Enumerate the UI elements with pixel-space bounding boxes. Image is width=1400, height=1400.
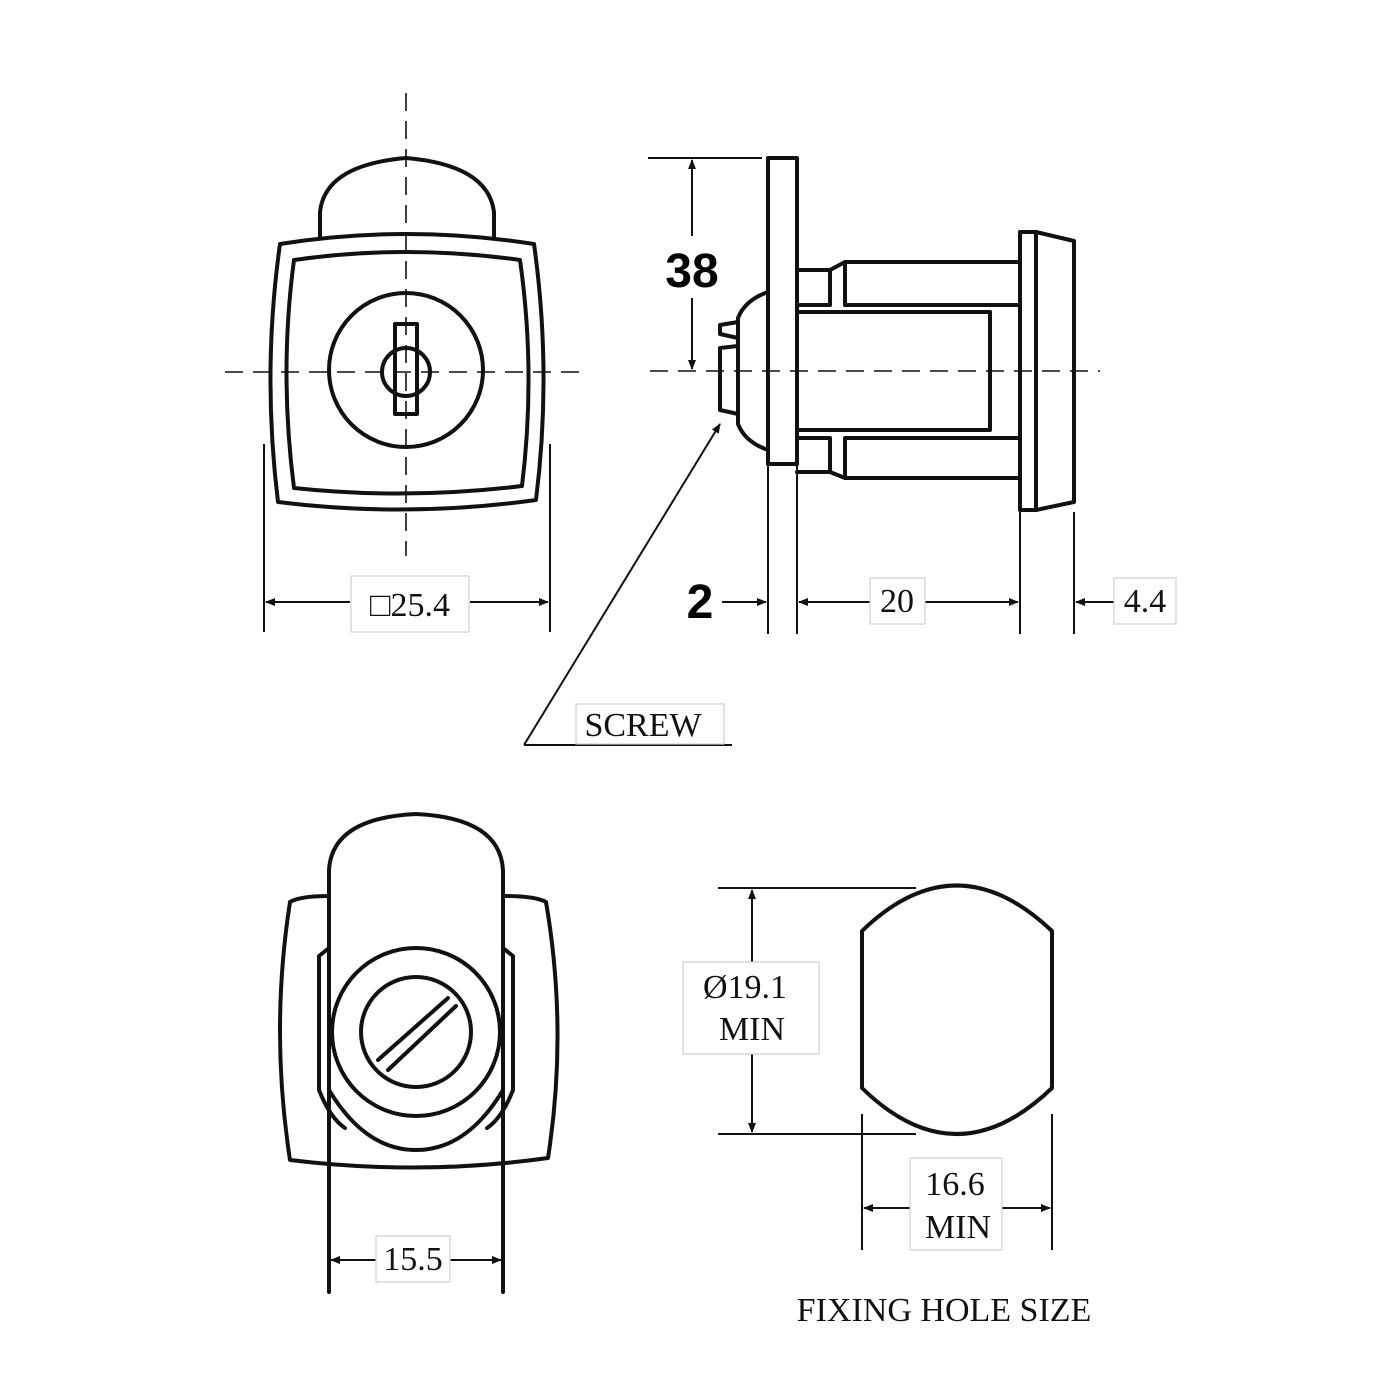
screw-label: SCREW xyxy=(584,707,702,744)
front-view: □25.4 xyxy=(225,93,588,633)
flange-thickness-label: 2 xyxy=(687,576,714,629)
cam-width-label: 15.5 xyxy=(383,1241,443,1278)
front-width-label: □25.4 xyxy=(370,587,450,624)
hole-width-label: 16.6 xyxy=(925,1166,985,1203)
cam-thickness-label: 4.4 xyxy=(1124,583,1167,620)
fixing-hole-view: Ø19.1 MIN 16.6 MIN FIXING HOLE SIZE xyxy=(682,883,1092,1329)
hole-width-min-label: MIN xyxy=(925,1209,991,1246)
hole-diameter-min-label: MIN xyxy=(719,1011,785,1048)
body-length-label: 20 xyxy=(880,583,914,620)
fixing-hole-title: FIXING HOLE SIZE xyxy=(797,1292,1092,1329)
side-view: SCREW 38 2 20 4.4 xyxy=(523,156,1177,746)
hole-diameter-label: Ø19.1 xyxy=(703,969,787,1006)
height-label: 38 xyxy=(665,245,718,298)
rear-view: 15.5 xyxy=(278,812,560,1294)
